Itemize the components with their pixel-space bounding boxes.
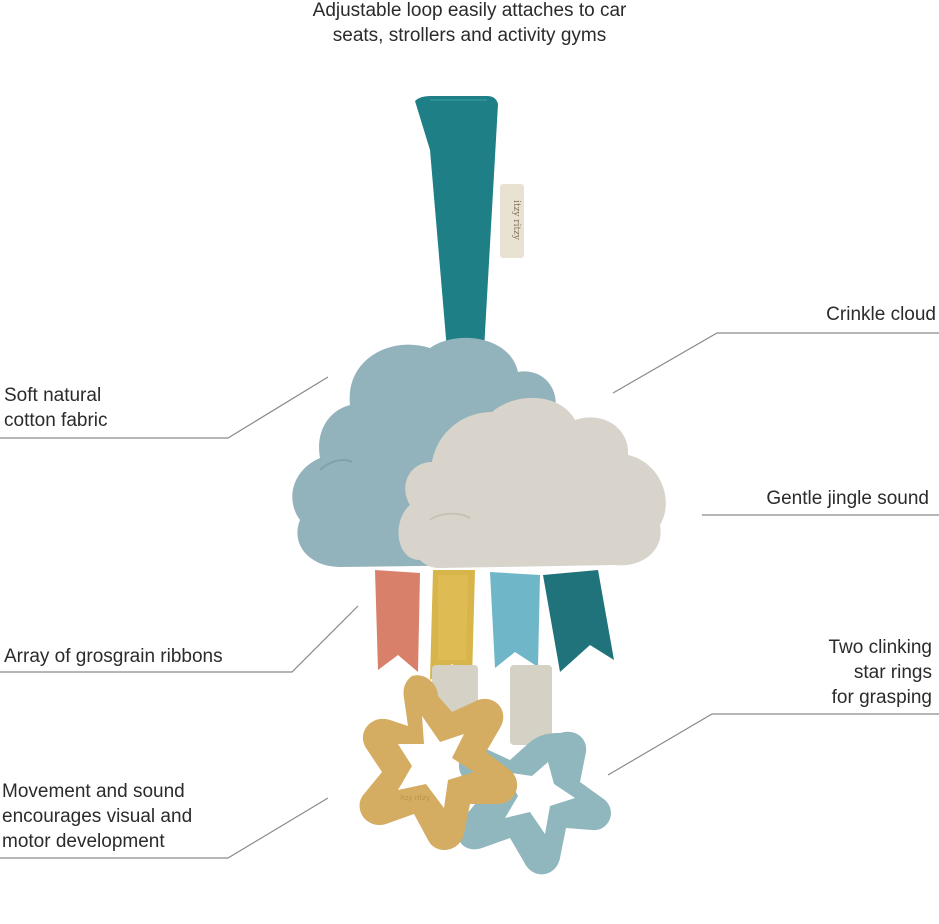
fabric-strap bbox=[415, 96, 498, 350]
ribbon-teal bbox=[543, 570, 614, 672]
ribbon-sky bbox=[490, 572, 540, 668]
callout-star-rings: Two clinking star rings for grasping bbox=[828, 637, 933, 708]
brand-tag bbox=[500, 184, 524, 258]
ring-strap-left bbox=[432, 665, 478, 713]
callout-adjustable-loop: Adjustable loop easily attaches to car s… bbox=[312, 0, 627, 46]
star-emboss-text: itzy ritzy bbox=[400, 794, 430, 802]
leader-line-ribbons bbox=[0, 605, 359, 673]
star-ring-mustard bbox=[359, 675, 518, 851]
callout-soft-fabric: Soft natural cotton fabric bbox=[4, 385, 108, 431]
ring-strap-right bbox=[510, 665, 552, 745]
leader-line-movement bbox=[0, 797, 329, 859]
callout-grosgrain-ribbons: Array of grosgrain ribbons bbox=[4, 646, 223, 667]
leader-line-rings bbox=[607, 713, 939, 776]
ribbon-coral bbox=[375, 570, 420, 672]
front-cloud bbox=[398, 397, 666, 568]
callout-jingle-sound: Gentle jingle sound bbox=[766, 488, 929, 509]
callout-movement-sound: Movement and sound encourages visual and… bbox=[2, 781, 193, 852]
leader-line-fabric bbox=[0, 376, 329, 439]
callout-crinkle-cloud: Crinkle cloud bbox=[826, 304, 936, 325]
leader-line-crinkle bbox=[612, 332, 939, 394]
brand-tag-text: itzy ritzy bbox=[511, 200, 521, 241]
